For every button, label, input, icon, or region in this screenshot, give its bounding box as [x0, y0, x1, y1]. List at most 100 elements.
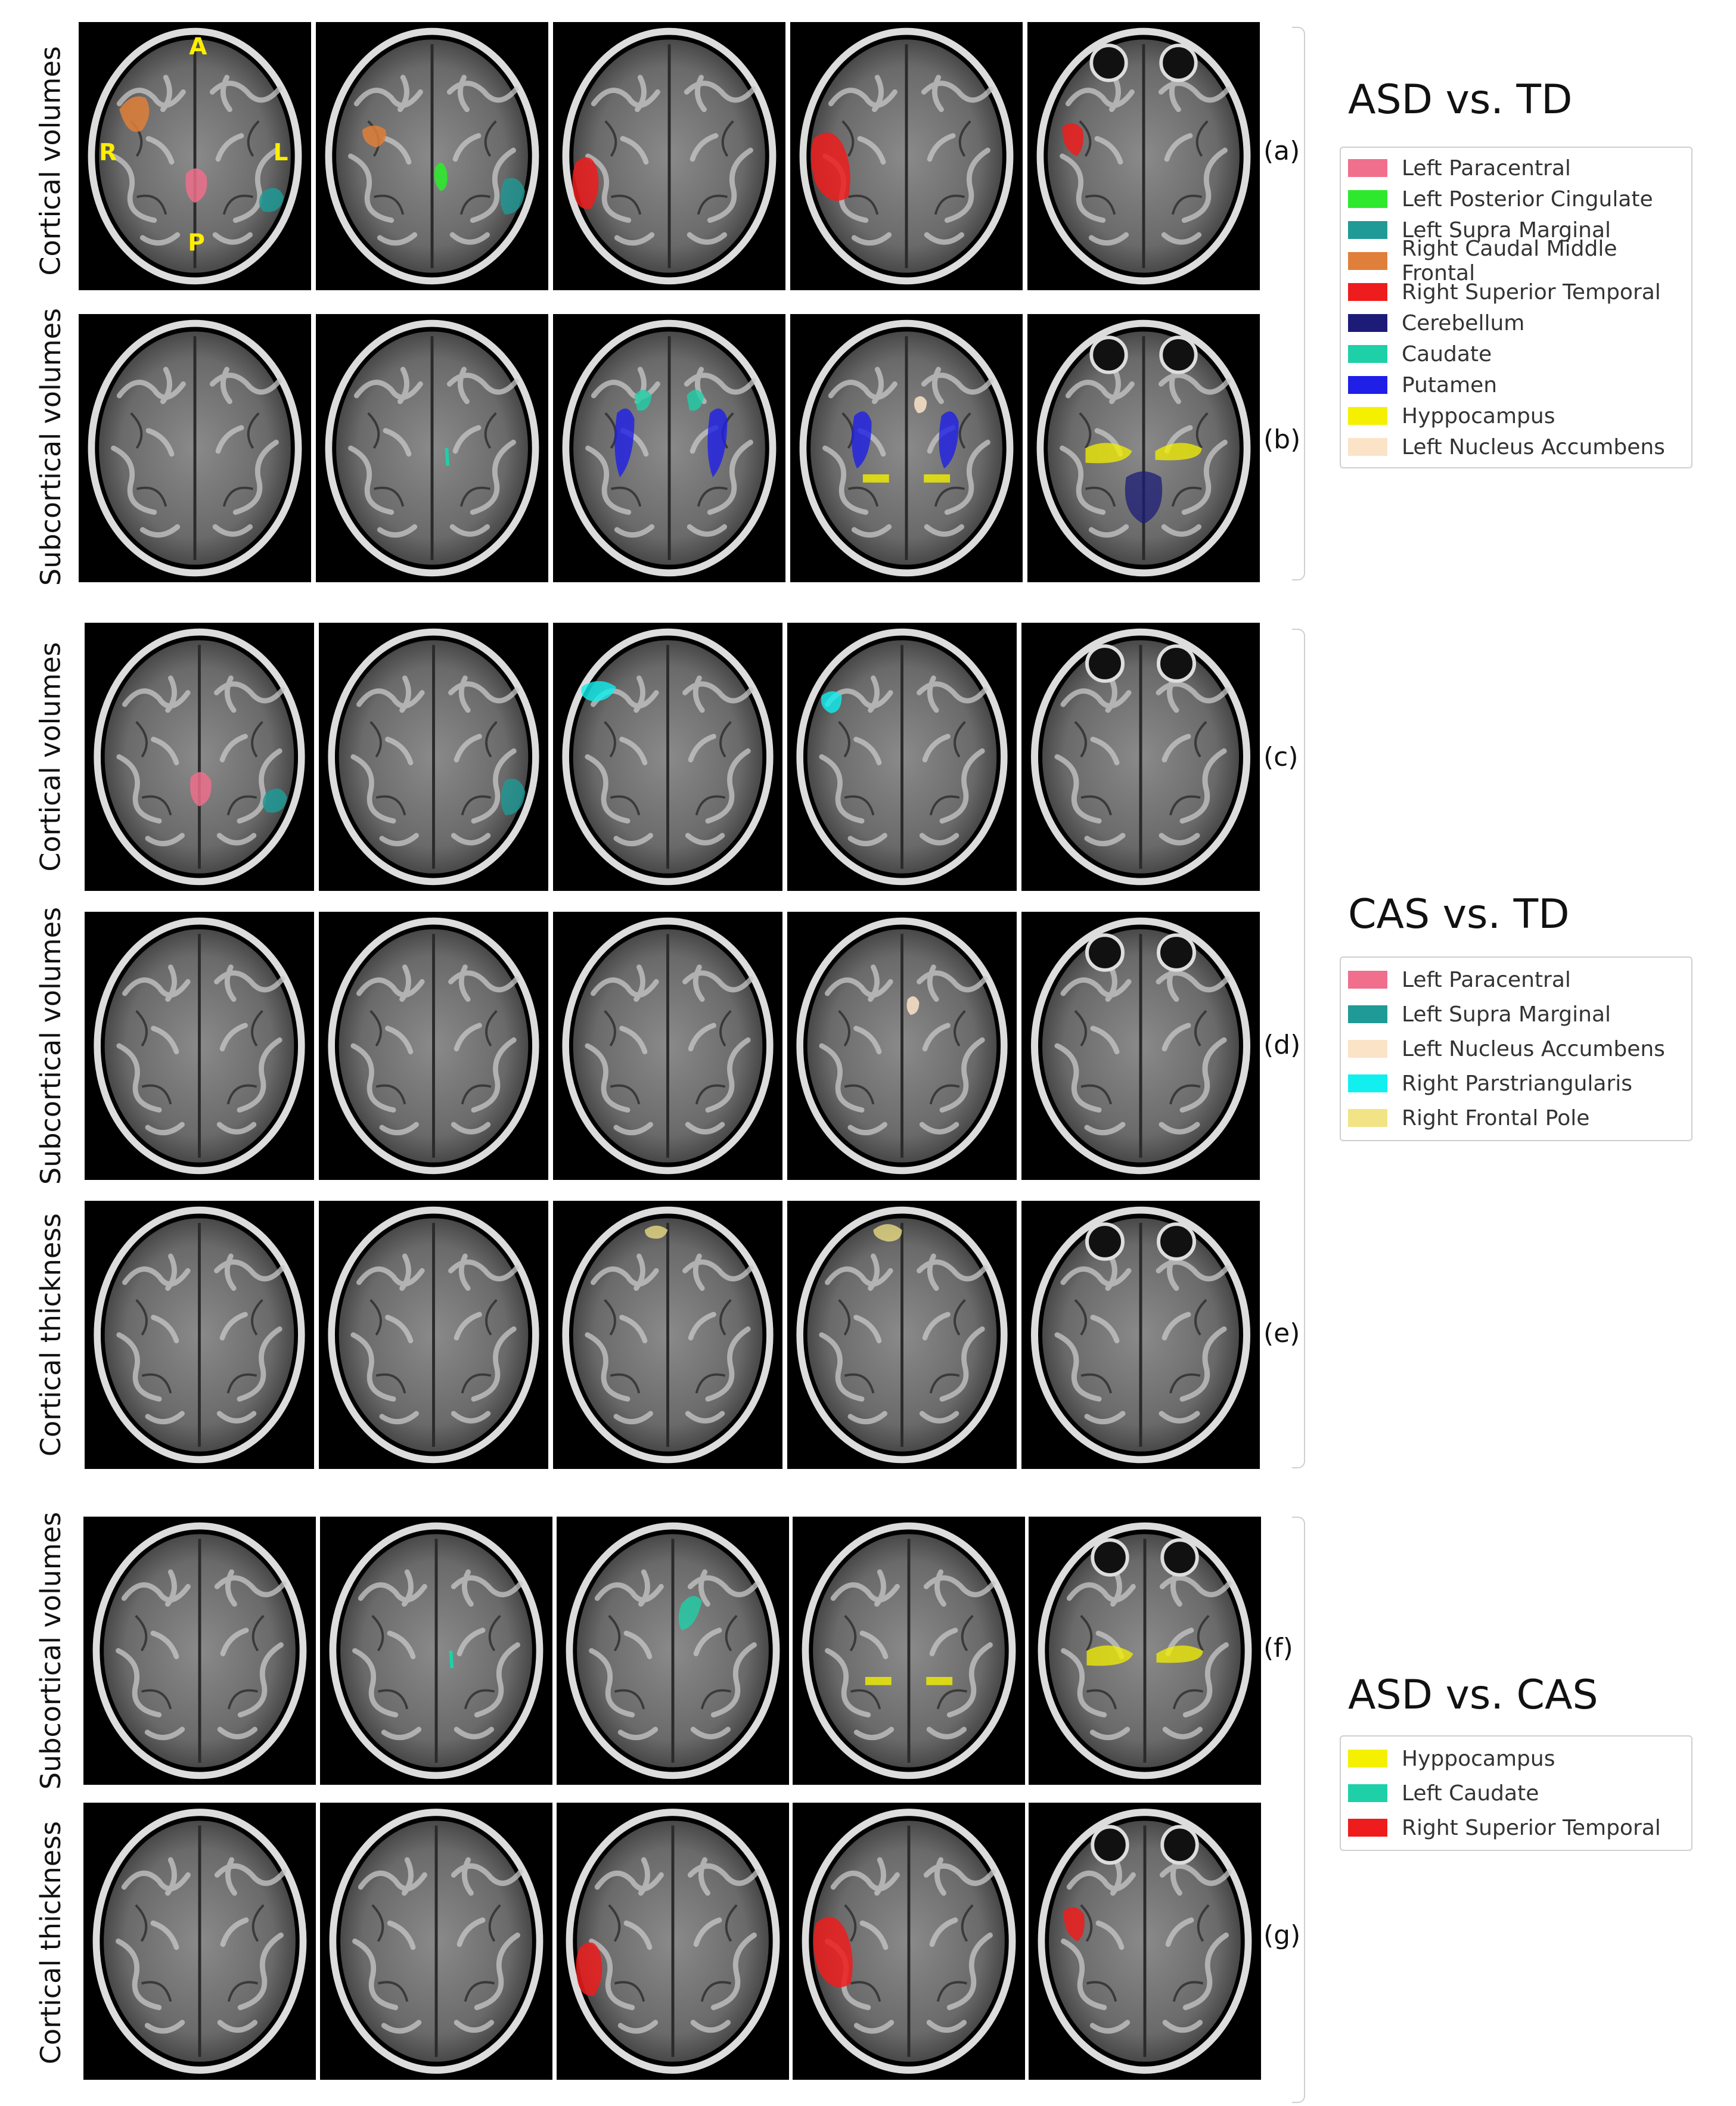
legend-swatch: [1348, 190, 1387, 208]
row-tag-b: (b): [1263, 424, 1301, 455]
legend-swatch: [1348, 1109, 1387, 1127]
slice-g4: [793, 1803, 1025, 2080]
legend-label: Cerebellum: [1402, 310, 1525, 336]
overlay-hyppocampus: [862, 474, 889, 483]
overlay-putamen: [707, 408, 728, 477]
overlay-putamen: [852, 411, 872, 469]
legend-item: Left Supra Marginal: [1341, 997, 1691, 1032]
slice-g5: [1029, 1803, 1261, 2080]
legend-label: Hyppocampus: [1402, 1746, 1555, 1771]
legend-item: Right Parstriangularis: [1341, 1066, 1691, 1101]
legend-item: Left Nucleus Accumbens: [1341, 431, 1691, 462]
legend-label: Putamen: [1402, 372, 1498, 397]
slice-g1: [83, 1803, 316, 2080]
legend-item: Left Paracentral: [1341, 962, 1691, 997]
legend-swatch: [1348, 1040, 1387, 1058]
overlay-left-nucleus-accumbens: [914, 396, 927, 414]
legend-item: Caudate: [1341, 338, 1691, 369]
orientation-right: R: [99, 139, 117, 166]
slice-e3: [553, 1201, 782, 1469]
row-label-c: Cortical volumes: [35, 642, 67, 872]
overlay-hyppocampus: [1156, 1645, 1203, 1663]
slice-b3: [553, 314, 785, 582]
slice-d1: [85, 912, 314, 1180]
legend-swatch: [1348, 1784, 1387, 1802]
legend-swatch: [1348, 1005, 1387, 1023]
overlay-right-superior-temporal: [813, 1916, 853, 1987]
slice-g2: [320, 1803, 552, 2080]
legend-swatch: [1348, 345, 1387, 363]
overlay-right-superior-temporal: [1063, 1907, 1085, 1942]
legend-label: Left Supra Marginal: [1402, 1002, 1611, 1027]
row-tag-g: (g): [1263, 1920, 1301, 1950]
row-label-b: Subcortical volumes: [35, 308, 67, 586]
overlay-right-superior-temporal: [572, 157, 599, 209]
legend-item: Putamen: [1341, 369, 1691, 400]
group-title-asd-cas: ASD vs. CAS: [1348, 1672, 1598, 1719]
legend-item: Left Caudate: [1341, 1776, 1691, 1810]
slice-f3: [557, 1517, 789, 1785]
legend-label: Right Parstriangularis: [1402, 1071, 1633, 1096]
legend-label: Right Superior Temporal: [1402, 1815, 1661, 1840]
legend-item: Right Caudal Middle Frontal: [1341, 237, 1691, 285]
row-tag-d: (d): [1263, 1030, 1301, 1060]
group-bracket-asd-cas: [1292, 1517, 1305, 2103]
slice-c3: [553, 623, 782, 891]
legend-label: Right Superior Temporal: [1402, 279, 1661, 305]
slice-g3: [557, 1803, 789, 2080]
row-label-a: Cortical volumes: [35, 46, 67, 276]
overlay-left-caudate: [678, 1596, 702, 1630]
row-label-d: Subcortical volumes: [35, 907, 67, 1185]
row-label-f: Subcortical volumes: [35, 1512, 67, 1790]
legend-label: Right Caudal Middle Frontal: [1402, 237, 1617, 285]
legend-label: Left Caudate: [1402, 1781, 1539, 1806]
legend-swatch: [1348, 407, 1387, 425]
slice-f1: [83, 1517, 316, 1785]
slice-c5: [1021, 623, 1260, 891]
slice-b5: [1027, 314, 1260, 582]
slice-c1: [85, 623, 314, 891]
legend-item: Left Posterior Cingulate: [1341, 184, 1691, 215]
group-title-asd-td: ASD vs. TD: [1348, 76, 1573, 123]
legend-item: Left Nucleus Accumbens: [1341, 1032, 1691, 1066]
overlay-left-paracentral: [185, 168, 207, 203]
slice-a3: [553, 22, 785, 290]
legend-swatch: [1348, 971, 1387, 989]
legend-swatch: [1348, 1750, 1387, 1768]
slice-a4: [790, 22, 1023, 290]
overlay-cerebellum: [1125, 471, 1163, 524]
legend-label: Left Posterior Cingulate: [1402, 187, 1653, 212]
group-bracket-cas-td: [1292, 629, 1305, 1468]
legend-swatch: [1348, 221, 1387, 239]
legend-swatch: [1348, 1074, 1387, 1092]
legend-swatch: [1348, 252, 1387, 270]
orientation-posterior: P: [188, 229, 205, 256]
legend-swatch: [1348, 283, 1387, 301]
group-title-cas-td: CAS vs. TD: [1348, 891, 1570, 938]
legend-item: Right Frontal Pole: [1341, 1101, 1691, 1135]
group-bracket-asd-td: [1292, 27, 1305, 580]
overlay-right-frontal-pole: [645, 1225, 668, 1239]
slice-a2: [316, 22, 548, 290]
slice-c2: [319, 623, 548, 891]
overlay-caudate: [445, 448, 450, 466]
overlay-left-supra-marginal: [501, 778, 526, 815]
legend-label: Left Paracentral: [1402, 156, 1571, 181]
orientation-left: L: [274, 139, 288, 166]
legend-label: Left Nucleus Accumbens: [1402, 1036, 1665, 1061]
row-label-e: Cortical thickness: [35, 1213, 67, 1457]
row-tag-a: (a): [1263, 136, 1300, 166]
legend-label: Left Paracentral: [1402, 967, 1571, 992]
legend-item: Left Supra Marginal: [1341, 215, 1691, 246]
legend-swatch: [1348, 159, 1387, 177]
slice-f4: [793, 1517, 1025, 1785]
legend-swatch: [1348, 1819, 1387, 1837]
overlay-left-supra-marginal: [259, 188, 284, 212]
row-label-g: Cortical thickness: [35, 1821, 67, 2065]
overlay-right-superior-temporal: [1062, 123, 1083, 156]
overlay-left-nucleus-accumbens: [906, 996, 920, 1015]
legend-item: Right Superior Temporal: [1341, 1810, 1691, 1845]
overlay-left-caudate: [449, 1651, 454, 1669]
